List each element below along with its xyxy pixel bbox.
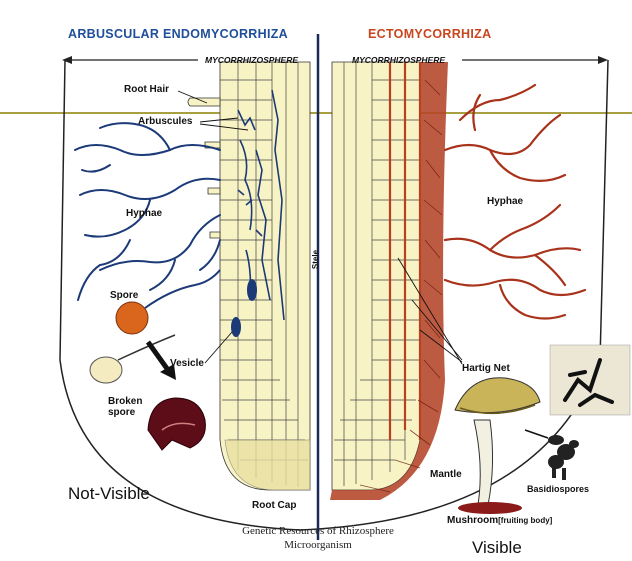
label-mushroom-note: [fruiting body] — [498, 516, 552, 525]
label-hartig-net: Hartig Net — [462, 363, 510, 374]
label-hyphae-left: Hyphae — [126, 208, 162, 219]
caption: Genetic Resources of Rhizosphere Microor… — [218, 524, 418, 552]
label-broken-spore: Broken spore — [108, 396, 154, 418]
label-vesicle: Vesicle — [170, 358, 204, 369]
label-mushroom-name: Mushroom — [447, 515, 498, 526]
label-hyphae-right: Hyphae — [487, 196, 523, 207]
label-arbuscules: Arbuscules — [138, 116, 192, 127]
label-spore: Spore — [110, 290, 138, 301]
label-root-hair: Root Hair — [124, 84, 169, 95]
label-mushroom: Mushroom[fruiting body] — [447, 515, 552, 526]
ecto-root-tissue — [332, 62, 420, 490]
label-mantle: Mantle — [430, 469, 462, 480]
caption-line-1: Genetic Resources of Rhizosphere — [218, 524, 418, 538]
label-visible: Visible — [472, 538, 522, 558]
germinating-spore-icon — [90, 357, 122, 383]
caption-line-2: Microorganism — [218, 538, 418, 552]
label-root-cap: Root Cap — [252, 500, 296, 511]
mycorrhizosphere-label-left: MYCORRHIZOSPHERE — [205, 55, 298, 65]
title-endomycorrhiza: ARBUSCULAR ENDOMYCORRHIZA — [68, 27, 288, 41]
label-basidiospores: Basidiospores — [527, 484, 589, 494]
spore-icon — [116, 302, 148, 334]
label-not-visible: Not-Visible — [68, 484, 150, 504]
spore-closeup-box — [550, 345, 630, 415]
broken-spore-icon — [148, 398, 205, 450]
basidiospores-icon — [548, 435, 579, 480]
endo-vesicle-2 — [231, 317, 241, 337]
mycorrhizosphere-label-right: MYCORRHIZOSPHERE — [352, 55, 445, 65]
endo-root-cap — [225, 440, 310, 490]
endo-vesicle-1 — [247, 279, 257, 301]
label-stele: Stele — [311, 250, 320, 269]
title-ectomycorrhiza: ECTOMYCORRHIZA — [368, 27, 491, 41]
